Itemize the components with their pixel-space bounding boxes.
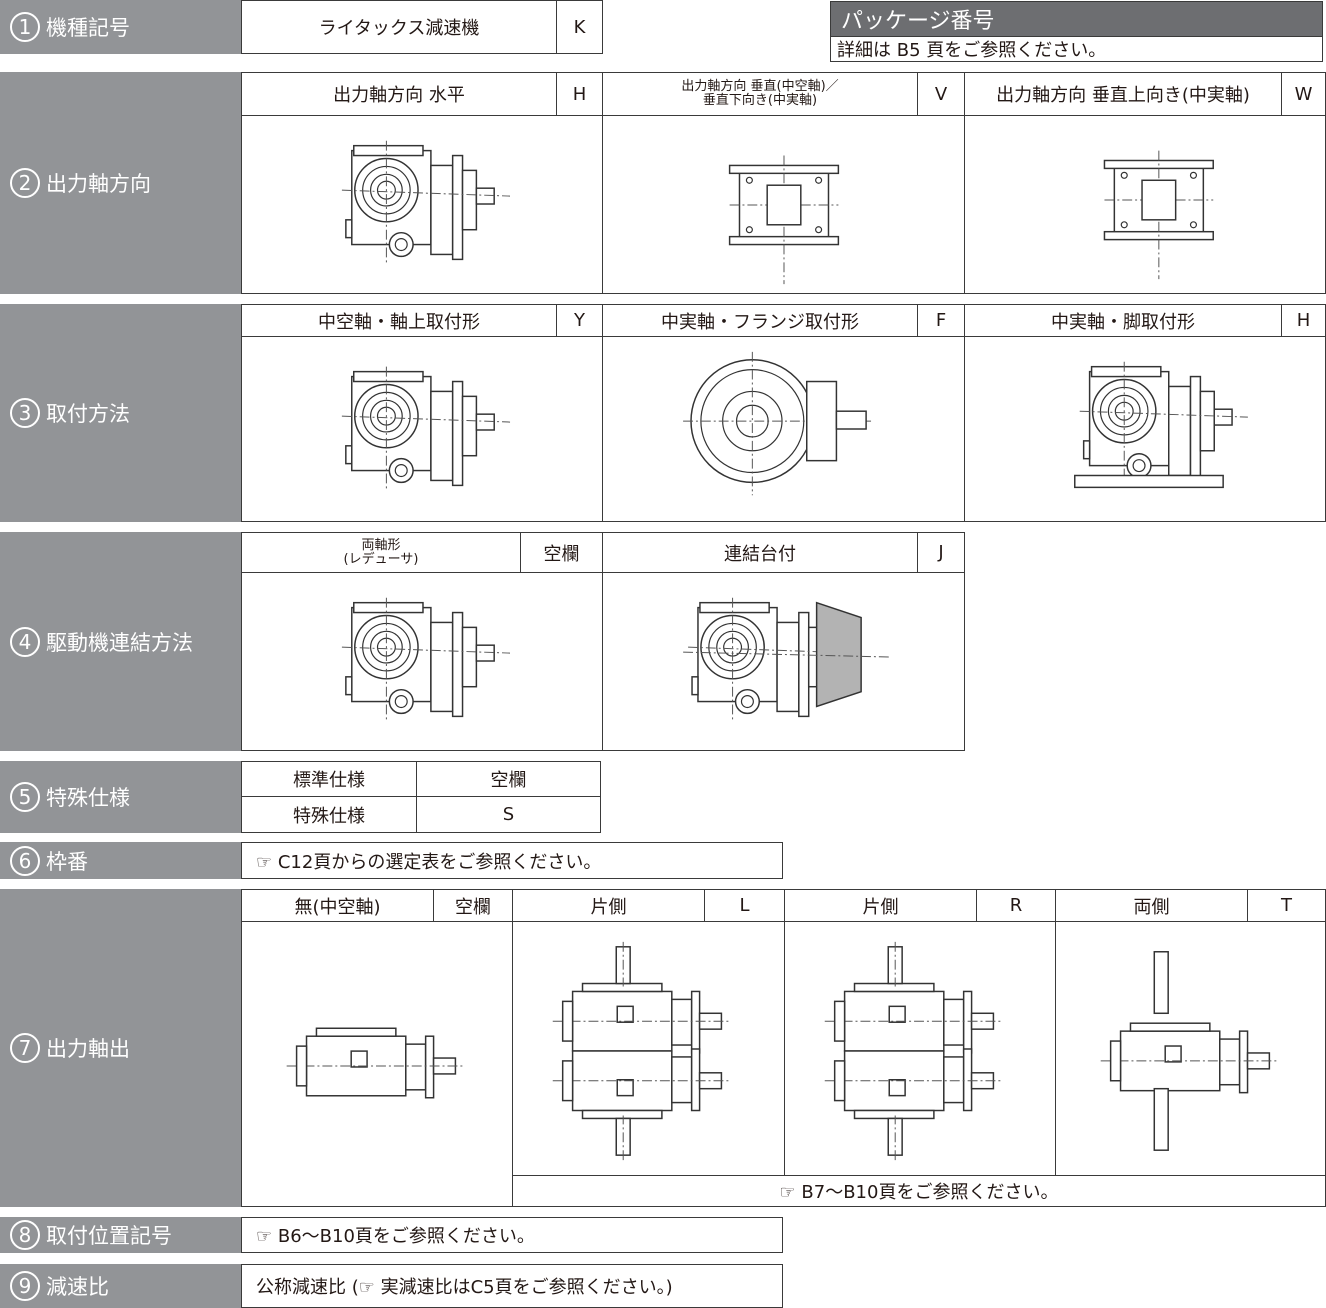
gear-reducer-drawing-icon (1074, 360, 1249, 489)
option-name-cell: 標準仕様 (241, 761, 417, 797)
frame-number-note: ☞ C12頁からの選定表をご参照ください。 (241, 842, 783, 879)
gear-reducer-drawing-icon (341, 596, 511, 723)
option-code-cell: H (556, 72, 603, 116)
label-text: 枠番 (46, 849, 88, 874)
option-name-line: 出力軸方向 垂直(中空軸)／ (681, 79, 839, 94)
option-name-cell: 出力軸方向 垂直(中空軸)／ 垂直下向き(中実軸) (602, 72, 918, 116)
option-name-cell: 中実軸・脚取付形 (964, 304, 1282, 337)
drawing-cell (1055, 921, 1326, 1176)
label-text: 取付方法 (46, 402, 130, 426)
option-name-cell: 両側 (1055, 889, 1248, 922)
label-mounting-position: 8 取付位置記号 (0, 1217, 241, 1253)
option-name-cell: 出力軸方向 垂直上向き(中実軸) (964, 72, 1282, 116)
label-text: 特殊仕様 (46, 786, 130, 810)
option-name-cell: 特殊仕様 (241, 796, 417, 833)
circled-number: 9 (10, 1271, 40, 1301)
model-name-cell: ライタックス減速機 (241, 0, 557, 54)
option-code-cell: F (917, 304, 965, 337)
gear-reducer-drawing-icon (1099, 951, 1281, 1151)
package-number-note: 詳細は B5 頁をご参照ください。 (830, 36, 1323, 62)
option-name-line: 両軸形 (361, 537, 401, 553)
drawing-cell (602, 115, 965, 294)
model-code-cell: K (556, 0, 603, 54)
option-code-cell: R (976, 889, 1056, 922)
drawing-cell (241, 336, 603, 522)
option-name-cell: 中空軸・軸上取付形 (241, 304, 557, 337)
option-code-cell: J (917, 532, 965, 573)
gear-reducer-drawing-icon (341, 139, 511, 266)
option-name-line: 垂直下向き(中実軸) (702, 93, 818, 108)
drawing-cell (602, 336, 965, 522)
circled-number: 6 (10, 845, 40, 876)
drawing-cell (241, 921, 513, 1207)
option-code-cell: H (1281, 304, 1326, 337)
circled-number: 4 (10, 626, 40, 657)
drawing-cell (964, 336, 1326, 522)
gear-reducer-drawing-icon (1103, 149, 1214, 280)
option-name-cell: 出力軸方向 水平 (241, 72, 557, 116)
option-code-cell: 空欄 (520, 532, 603, 573)
label-drive-connection: 4 駆動機連結方法 (0, 532, 241, 751)
option-name-line: (レデューサ) (343, 551, 419, 567)
circled-number: 8 (10, 1220, 40, 1250)
option-code-cell: 空欄 (433, 889, 513, 922)
gear-reducer-drawing-icon (728, 154, 840, 285)
drawing-cell (241, 115, 603, 294)
option-code-cell: Y (556, 304, 603, 337)
label-text: 取付位置記号 (46, 1224, 172, 1248)
option-name-cell: 両軸形 (レデューサ) (241, 532, 521, 573)
label-frame-number: 6 枠番 (0, 842, 241, 879)
gear-reducer-drawing-icon (341, 365, 511, 492)
drawing-cell (784, 921, 1056, 1176)
gear-reducer-coupling-drawing-icon (683, 596, 891, 723)
option-name-cell: 中実軸・フランジ取付形 (602, 304, 918, 337)
gear-reducer-drawing-icon (785, 922, 1055, 1175)
label-special-spec: 5 特殊仕様 (0, 761, 241, 833)
mounting-position-note: ☞ B6〜B10頁をご参照ください。 (241, 1217, 783, 1253)
label-output-direction: 2 出力軸方向 (0, 72, 241, 294)
reduction-ratio-note: 公称減速比 (☞ 実減速比はC5頁をご参照ください。) (241, 1264, 783, 1308)
circled-number: 2 (10, 168, 40, 198)
label-text: 出力軸出 (46, 1037, 130, 1061)
option-code-cell: 空欄 (416, 761, 601, 797)
circled-number: 1 (10, 12, 40, 42)
label-mounting-method: 3 取付方法 (0, 304, 241, 522)
option-code-cell: T (1247, 889, 1326, 922)
label-output-shaft: 7 出力軸出 (0, 889, 241, 1207)
drawing-cell (964, 115, 1326, 294)
option-code-cell: W (1281, 72, 1326, 116)
circled-number: 5 (10, 782, 40, 812)
option-code-cell: V (917, 72, 965, 116)
option-name-cell: 無(中空軸) (241, 889, 434, 922)
option-name-cell: 連結台付 (602, 532, 918, 573)
option-code-cell: S (416, 796, 601, 833)
label-text: 駆動機連結方法 (46, 630, 193, 655)
output-shaft-note: ☞ B7〜B10頁をご参照ください。 (512, 1175, 1326, 1207)
option-code-cell: L (704, 889, 785, 922)
circled-number: 7 (10, 1033, 40, 1063)
gear-reducer-flange-drawing-icon (683, 351, 872, 496)
option-name-cell: 片側 (512, 889, 705, 922)
gear-reducer-drawing-icon (285, 1027, 467, 1099)
label-reduction-ratio: 9 減速比 (0, 1264, 241, 1308)
drawing-cell (512, 921, 785, 1176)
package-number-title: パッケージ番号 (830, 1, 1323, 37)
label-model-code: 1 機種記号 (0, 0, 241, 54)
option-name-cell: 片側 (784, 889, 977, 922)
label-text: 機種記号 (46, 16, 130, 40)
label-text: 減速比 (46, 1275, 109, 1299)
circled-number: 3 (10, 398, 40, 428)
gear-reducer-drawing-icon (513, 922, 784, 1175)
drawing-cell (602, 572, 965, 751)
label-text: 出力軸方向 (46, 172, 151, 196)
drawing-cell (241, 572, 603, 751)
